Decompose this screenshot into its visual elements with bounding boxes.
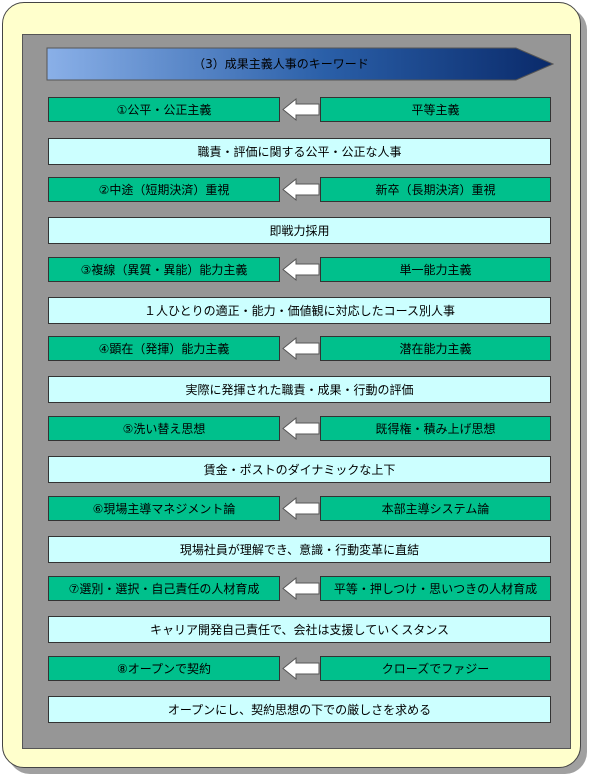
left-arrow-icon <box>282 257 320 282</box>
row-4-description: 実際に発揮された職責・成果・行動の評価 <box>48 376 551 403</box>
row-3-description: １人ひとりの適正・能力・価値観に対応したコース別人事 <box>48 297 551 324</box>
left-arrow-icon <box>282 336 320 361</box>
left-arrow-icon <box>282 496 320 521</box>
row-5-left-box: ⑤洗い替え思想 <box>48 416 280 441</box>
row-5-right-box: 既得権・積み上げ思想 <box>320 416 551 441</box>
row-2-right-box: 新卒（長期決済）重視 <box>320 177 551 202</box>
row-6-right-box: 本部主導システム論 <box>320 496 551 521</box>
row-3-left-box: ③複線（異質・異能）能力主義 <box>48 257 280 282</box>
row-1-right-box: 平等主義 <box>320 97 551 122</box>
row-2-description: 即戦力採用 <box>48 217 551 244</box>
row-8-description: オープンにし、契約思想の下での厳しさを求める <box>48 696 551 723</box>
row-8-right-box: クローズでファジー <box>320 656 551 681</box>
header-arrow-shape <box>46 47 554 81</box>
row-1-description: 職責・評価に関する公平・公正な人事 <box>48 138 551 165</box>
row-7-left-box: ⑦選別・選択・自己責任の人材育成 <box>48 576 280 601</box>
row-5-description: 賃金・ポストのダイナミックな上下 <box>48 456 551 483</box>
row-8-left-box: ⑧オープンで契約 <box>48 656 280 681</box>
row-7-description: キャリア開発自己責任で、会社は支援していくスタンス <box>48 616 551 643</box>
left-arrow-icon <box>282 177 320 202</box>
row-4-right-box: 潜在能力主義 <box>320 336 551 361</box>
header-banner: （3）成果主義人事のキーワード <box>46 47 554 81</box>
row-6-description: 現場社員が理解でき、意識・行動変革に直結 <box>48 536 551 563</box>
row-3-right-box: 単一能力主義 <box>320 257 551 282</box>
row-4-left-box: ④顕在（発揮）能力主義 <box>48 336 280 361</box>
left-arrow-icon <box>282 97 320 122</box>
row-7-right-box: 平等・押しつけ・思いつきの人材育成 <box>320 576 551 601</box>
left-arrow-icon <box>282 416 320 441</box>
left-arrow-icon <box>282 656 320 681</box>
row-6-left-box: ⑥現場主導マネジメント論 <box>48 496 280 521</box>
left-arrow-icon <box>282 576 320 601</box>
row-1-left-box: ①公平・公正主義 <box>48 97 280 122</box>
header-title: （3）成果主義人事のキーワード <box>193 57 369 71</box>
row-2-left-box: ②中途（短期決済）重視 <box>48 177 280 202</box>
